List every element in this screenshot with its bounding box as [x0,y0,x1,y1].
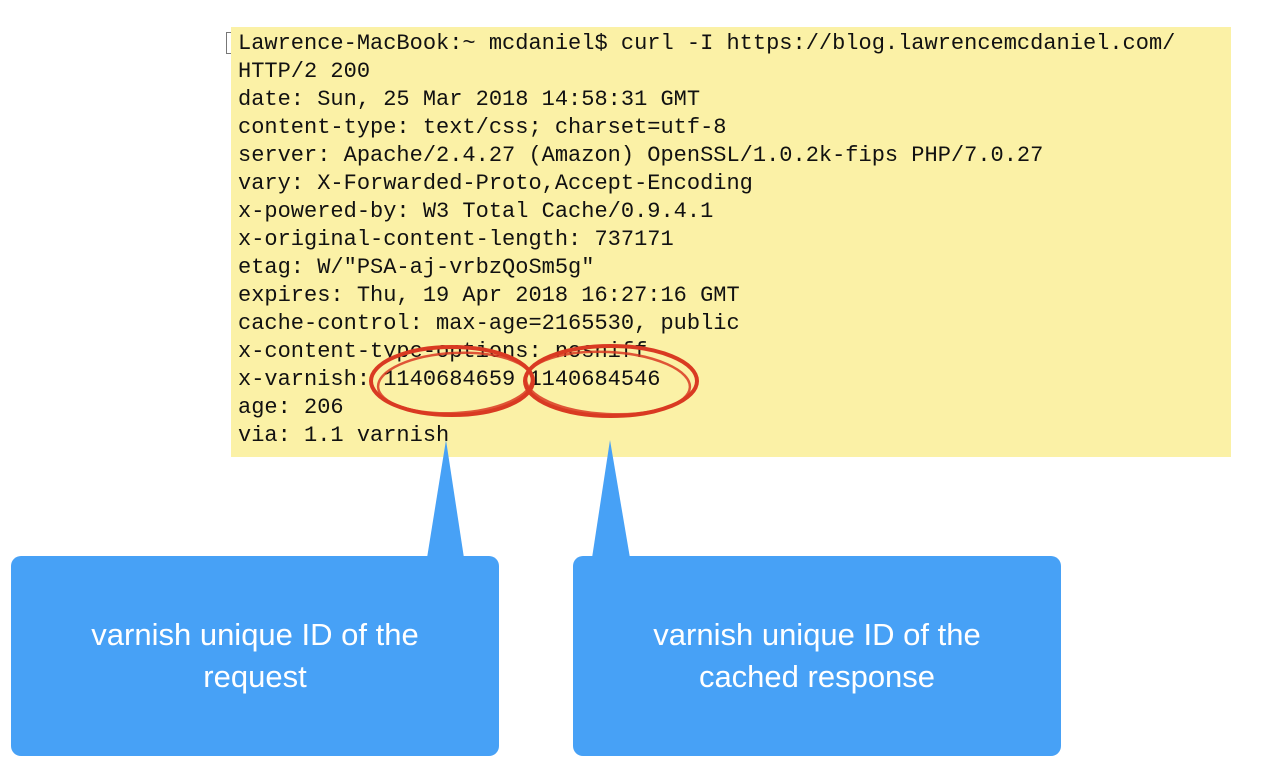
terminal-line-via: via: 1.1 varnish [238,423,450,448]
cursor-bracket [226,32,231,54]
callout-cached-id-text: varnish unique ID of the cached response [653,617,981,694]
terminal-line-expires: expires: Thu, 19 Apr 2018 16:27:16 GMT [238,283,740,308]
terminal-line-content-type-options: x-content-type-options: nosniff [238,339,648,364]
callout-request-id: varnish unique ID of the request [11,556,499,756]
terminal-line-powered-by: x-powered-by: W3 Total Cache/0.9.4.1 [238,199,714,224]
callout-cached-id: varnish unique ID of the cached response [573,556,1061,756]
terminal-line-date: date: Sun, 25 Mar 2018 14:58:31 GMT [238,87,701,112]
terminal-line-x-varnish: x-varnish: 1140684659 1140684546 [238,367,661,392]
terminal-line-content-length: x-original-content-length: 737171 [238,227,674,252]
terminal-output[interactable]: Lawrence-MacBook:~ mcdaniel$ curl -I htt… [231,27,1231,457]
terminal-line-age: age: 206 [238,395,344,420]
terminal-line-etag: etag: W/"PSA-aj-vrbzQoSm5g" [238,255,595,280]
terminal-line-cache-control: cache-control: max-age=2165530, public [238,311,740,336]
terminal-line-content-type: content-type: text/css; charset=utf-8 [238,115,727,140]
callout-pointer-cached [592,440,630,558]
terminal-line-server: server: Apache/2.4.27 (Amazon) OpenSSL/1… [238,143,1044,168]
terminal-line-command: Lawrence-MacBook:~ mcdaniel$ curl -I htt… [238,31,1176,56]
terminal-line-status: HTTP/2 200 [238,59,371,84]
callout-request-id-text: varnish unique ID of the request [91,617,419,694]
callout-pointer-request [427,440,464,558]
terminal-line-vary: vary: X-Forwarded-Proto,Accept-Encoding [238,171,753,196]
